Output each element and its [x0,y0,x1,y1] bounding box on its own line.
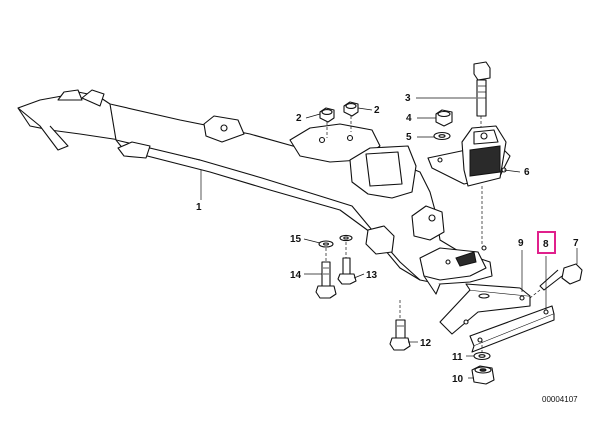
callout-15: 15 [290,234,302,245]
callout-14: 14 [290,270,302,281]
callout-10: 10 [452,374,464,385]
callout-2: 2 [296,113,302,124]
callout-6: 6 [524,167,530,178]
nut-part-10 [471,365,495,385]
engine-mount-part-6 [427,125,511,244]
callout-9: 9 [518,238,524,249]
highlight-box-8 [537,231,556,254]
washer-part-11 [473,340,491,361]
leader-lines [200,97,578,379]
callout-labels: 1 2 2 3 4 5 6 7 8 9 10 11 12 13 14 15 [196,93,579,385]
callout-3: 3 [405,93,411,104]
bolt-part-14 [315,248,337,299]
bolt-part-12 [389,300,411,351]
screw-part-7 [529,263,583,299]
nut-part-4 [435,109,453,127]
diagram-id: 00004107 [542,395,578,404]
nut-part-2 [319,101,359,138]
bracket-part-9 [439,283,531,335]
callout-13: 13 [366,270,378,281]
callout-11: 11 [452,352,463,363]
callout-12: 12 [420,338,432,349]
crossmember-frame [17,89,493,295]
callout-1: 1 [196,202,202,213]
bolt-part-3 [473,61,491,132]
callout-7: 7 [573,238,579,249]
callout-2b: 2 [374,105,380,116]
washer-part-15 [318,234,353,248]
callout-4: 4 [406,113,412,124]
bolt-part-13 [337,242,357,285]
washer-part-5 [433,131,451,141]
callout-5: 5 [406,132,412,143]
plate-part-8 [469,305,555,353]
callout-8: 8 [543,239,549,250]
